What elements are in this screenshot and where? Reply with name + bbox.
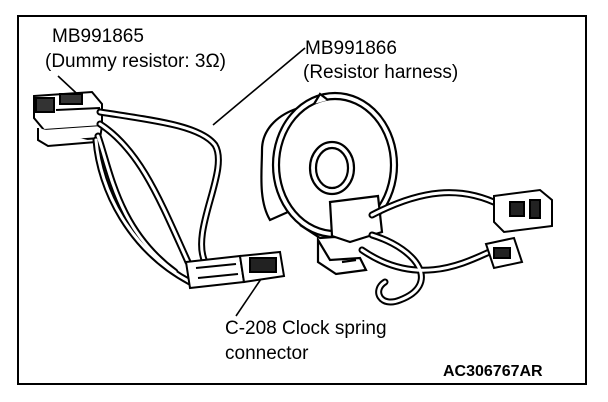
dummy-resistor-description: (Dummy resistor: 3Ω) [45, 51, 226, 72]
dummy-resistor-part-number: MB991865 [52, 26, 144, 47]
figure-code: AC306767AR [443, 363, 543, 380]
leader-resistor-harness [212, 47, 306, 126]
resistor-harness-part-number: MB991866 [305, 38, 397, 59]
connector-label-line1: C-208 Clock spring [225, 318, 387, 339]
dummy-resistor-connector [33, 90, 103, 148]
clock-spring [260, 91, 399, 276]
right-connector-upper [493, 188, 553, 234]
c208-connector [184, 250, 286, 290]
connector-label-line2: connector [225, 343, 309, 364]
leader-clock-spring-connector [235, 278, 262, 317]
resistor-harness-description: (Resistor harness) [303, 62, 459, 83]
right-connector-lower [484, 236, 524, 270]
